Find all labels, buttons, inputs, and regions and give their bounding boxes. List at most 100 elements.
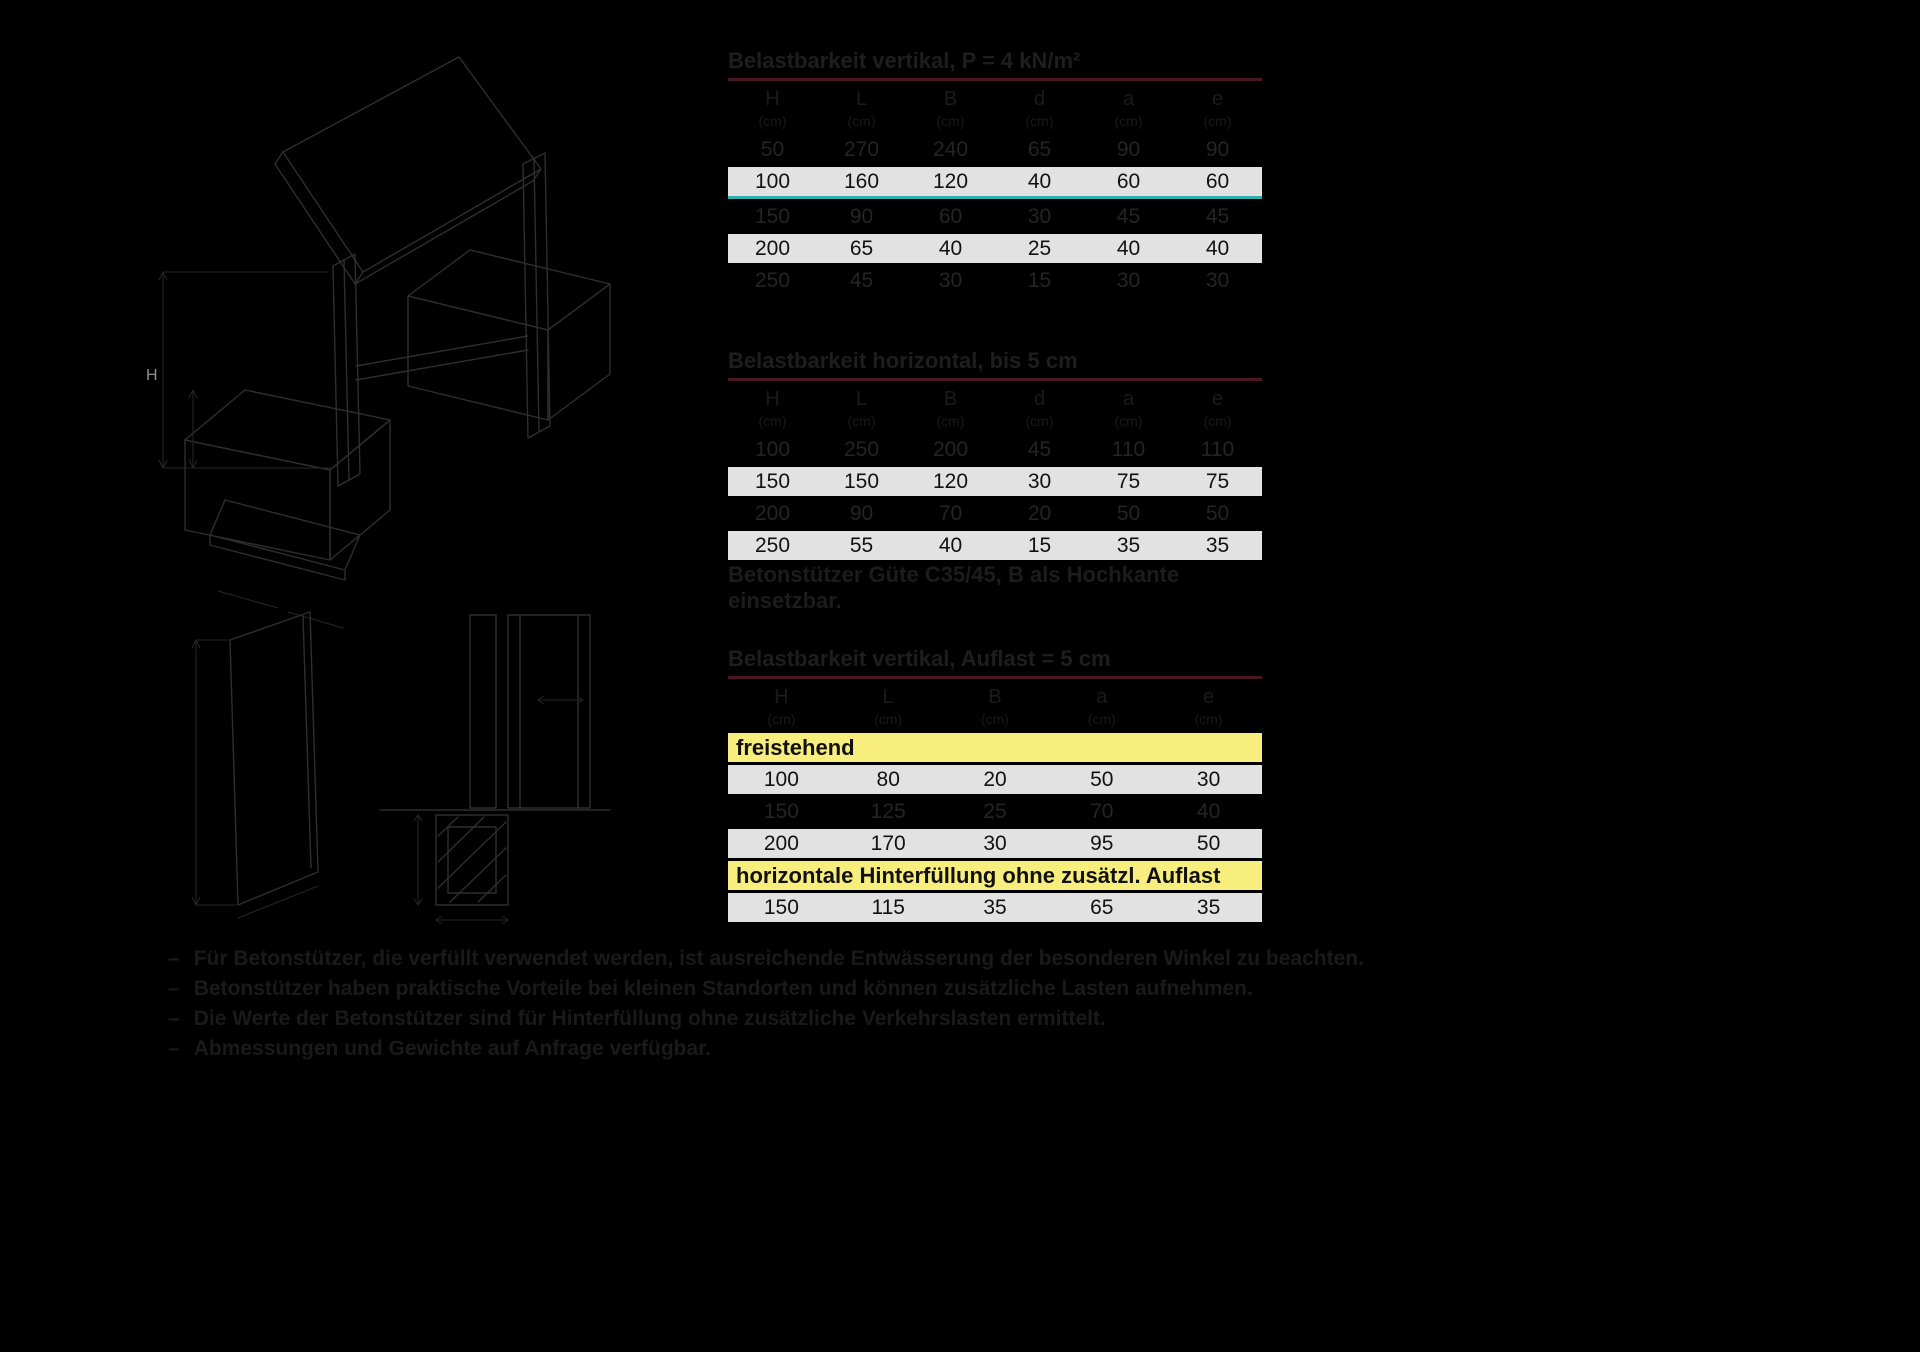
table-cell: e: [1203, 685, 1215, 708]
table-row: 50 270 240 65 90 90: [728, 135, 1262, 164]
table-cell: 65: [1090, 895, 1114, 919]
table-cell: 150: [754, 204, 791, 228]
table-cell: 270: [843, 137, 880, 161]
table-cell: 40: [1196, 799, 1221, 823]
table-cell: 160: [843, 169, 880, 193]
table-cell: 50: [760, 137, 785, 161]
footnote-dash: –: [168, 977, 180, 1000]
table-cell: d: [1033, 387, 1046, 410]
table-cell: 90: [849, 501, 874, 525]
table-cell: 200: [754, 236, 791, 260]
isometric-view: H: [146, 56, 611, 629]
title-rule: [728, 78, 1262, 81]
footnote-text: Abmessungen und Gewichte auf Anfrage ver…: [193, 1037, 711, 1060]
table-cell: (cm): [758, 113, 787, 129]
table-cell: 65: [849, 236, 874, 260]
footnote-text: Für Betonstützer, die verfüllt verwendet…: [193, 947, 1364, 970]
table-cell: 90: [1116, 137, 1141, 161]
table-cell: 45: [1205, 204, 1230, 228]
table-cell: a: [1122, 387, 1135, 410]
table-cell: 45: [1027, 437, 1052, 461]
table-cell: (cm): [1114, 113, 1143, 129]
table-cell: 45: [1116, 204, 1141, 228]
table-cell: 90: [1205, 137, 1230, 161]
table-cell: B: [943, 87, 958, 110]
table-cell: 65: [1027, 137, 1052, 161]
table-cell: B: [988, 685, 1002, 708]
table-row: (cm)(cm)(cm)(cm)(cm): [728, 709, 1262, 729]
footnote-dash: –: [168, 1007, 180, 1030]
table-cell: 150: [763, 895, 799, 919]
table-cell: a: [1096, 685, 1108, 708]
table-cell: 30: [983, 831, 1007, 855]
table-cell: 40: [938, 533, 963, 557]
table-cell: 35: [1196, 895, 1221, 919]
table-cell: L: [882, 685, 894, 708]
table-cell: 240: [932, 137, 969, 161]
table-cell: (cm): [847, 413, 876, 429]
footnote-item: – Die Werte der Betonstützer sind für Hi…: [168, 1004, 1588, 1034]
table-cell: (cm): [1114, 413, 1143, 429]
table-cell: 40: [938, 236, 963, 260]
table-cell: 30: [1116, 268, 1141, 292]
table-cell: 150: [763, 799, 799, 823]
table-cell: 45: [849, 268, 874, 292]
footnote-list: – Für Betonstützer, die verfüllt verwend…: [168, 944, 1588, 1064]
table-cell: 15: [1027, 533, 1052, 557]
table-row: (cm)(cm)(cm)(cm)(cm)(cm): [728, 111, 1262, 131]
technical-drawing: H: [146, 56, 611, 925]
table-cell: 75: [1205, 469, 1230, 493]
table-cell: (cm): [1025, 413, 1054, 429]
table-cell: (cm): [1025, 113, 1054, 129]
table-cell: L: [855, 87, 868, 110]
table-cell: 20: [983, 767, 1007, 791]
table-cell: 30: [1027, 469, 1052, 493]
front-elevation: [191, 611, 319, 919]
footnote-item: – Für Betonstützer, die verfüllt verwend…: [168, 944, 1588, 974]
section-view: [379, 614, 611, 925]
table-cell: 35: [1205, 533, 1230, 557]
table-cell: 50: [1116, 501, 1141, 525]
table-cell: (cm): [1087, 711, 1116, 727]
table-cell: 250: [754, 268, 791, 292]
table-cell: 200: [754, 501, 791, 525]
table-cell: (cm): [936, 413, 965, 429]
table-cell: 95: [1090, 831, 1114, 855]
table-cell: 250: [754, 533, 791, 557]
table-band-row: freistehend: [728, 733, 1262, 762]
table-cell: 100: [763, 767, 799, 791]
table-cell: 75: [1116, 469, 1141, 493]
table-cell: d: [1033, 87, 1046, 110]
footnote-item: – Betonstützer haben praktische Vorteile…: [168, 974, 1588, 1004]
table-cell: 30: [1196, 767, 1221, 791]
footnote-text: Die Werte der Betonstützer sind für Hint…: [193, 1007, 1106, 1030]
table-cell: a: [1122, 87, 1135, 110]
table-cell: 70: [938, 501, 963, 525]
table-cell: 25: [983, 799, 1007, 823]
table-cell: e: [1211, 387, 1224, 410]
table-cell: e: [1211, 87, 1224, 110]
footnote-text: Betonstützer haben praktische Vorteile b…: [193, 977, 1253, 1000]
table-cell: 150: [754, 469, 791, 493]
table-cell: 100: [754, 437, 791, 461]
table-cell: 50: [1196, 831, 1221, 855]
table-cell: 170: [870, 831, 906, 855]
table-band-row: horizontale Hinterfüllung ohne zusätzl. …: [728, 861, 1262, 890]
table-title: Belastbarkeit horizontal, bis 5 cm: [728, 348, 1078, 373]
table-cell: 20: [1027, 501, 1052, 525]
table-cell: 60: [1116, 169, 1141, 193]
footnote-item: – Abmessungen und Gewichte auf Anfrage v…: [168, 1034, 1588, 1064]
table-cell: 40: [1116, 236, 1141, 260]
